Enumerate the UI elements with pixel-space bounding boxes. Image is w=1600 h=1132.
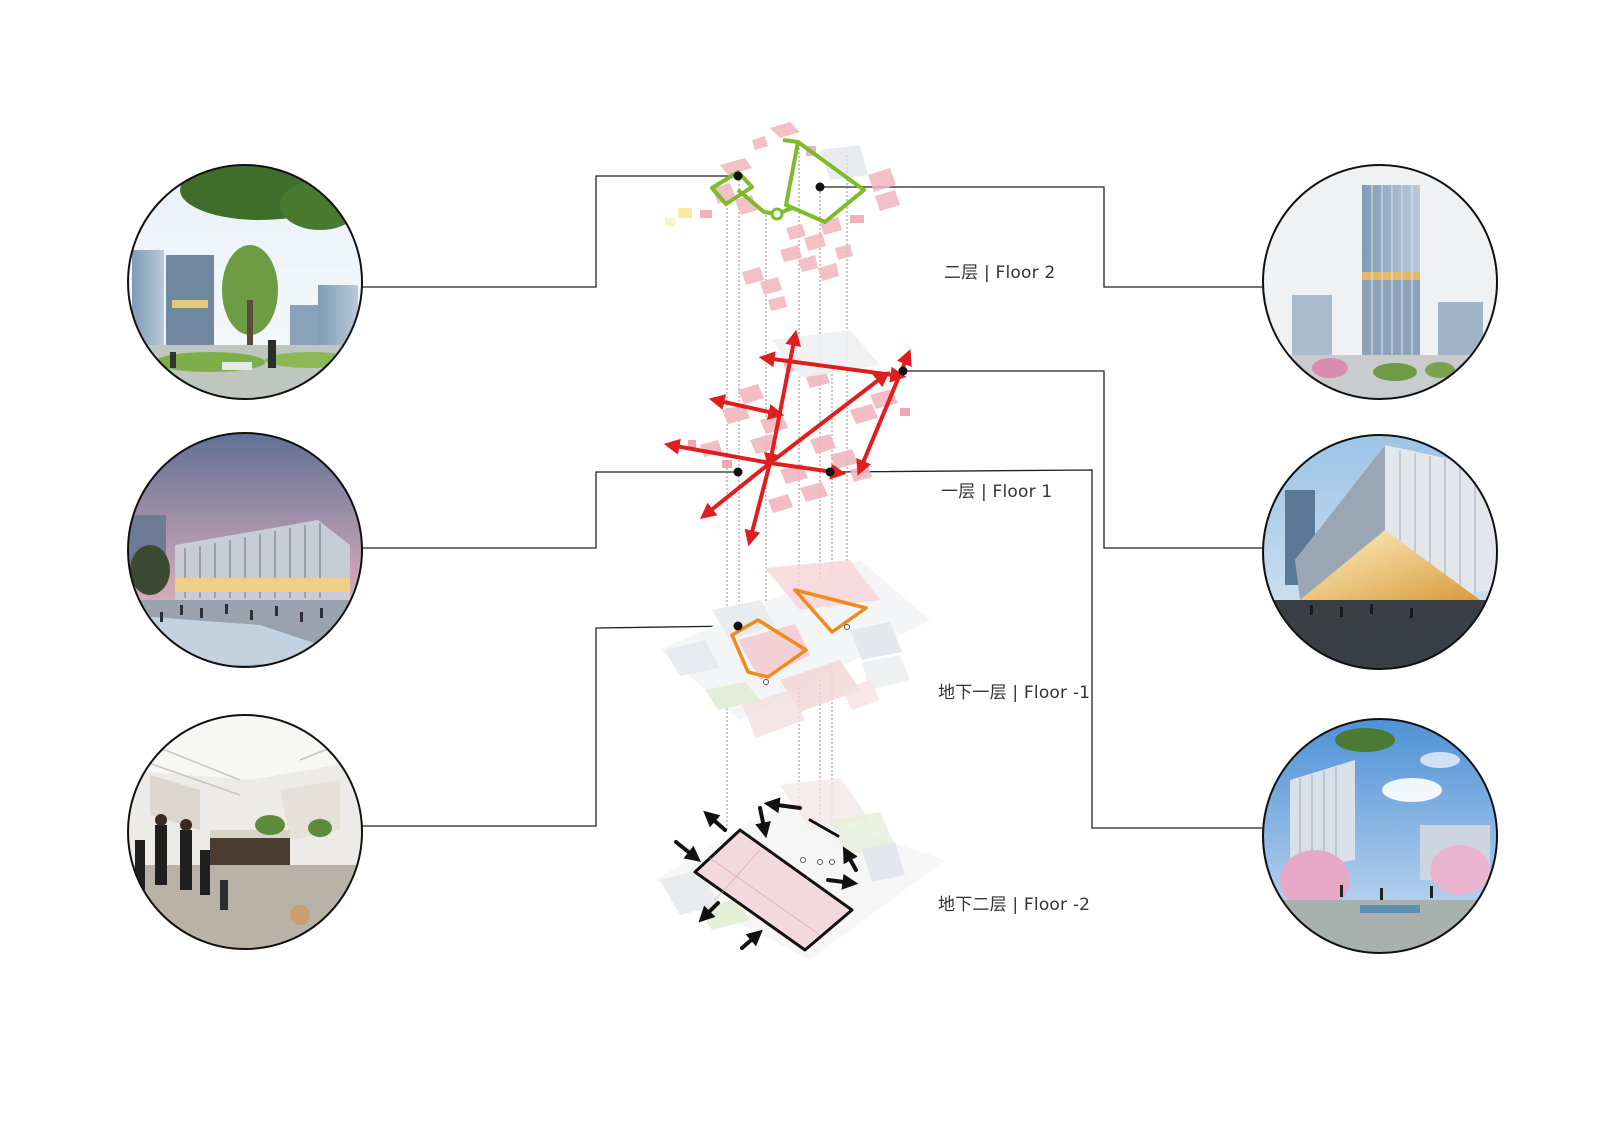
connector-floorb1-left [362,625,739,827]
floor-1-label: 一层 | Floor 1 [941,482,1053,502]
connector-floor2-left [362,175,738,288]
photo-atrium [127,714,363,950]
connector-floor1-right-b [829,469,1262,829]
photo-glass-tower [1262,164,1498,400]
floor-2-label: 二层 | Floor 2 [944,263,1056,283]
photo-blossom-street [1262,718,1498,954]
floor-b1-plan [660,560,930,738]
floor-2-plan [665,122,900,311]
photo-park-towers [127,164,363,400]
connector-floor2-right [820,186,1262,288]
connector-lines [362,175,1262,829]
floor-1-plan [663,329,912,547]
connector-floor1-left [362,471,738,549]
photo-dusk-plaza [127,432,363,668]
floor-b2-label: 地下二层 | Floor -2 [938,895,1091,915]
connector-floor1-right-a [903,370,1262,549]
floor-b2-plan [655,778,945,960]
floor-b1-label: 地下一层 | Floor -1 [938,683,1091,703]
photo-angled-hall [1262,434,1498,670]
